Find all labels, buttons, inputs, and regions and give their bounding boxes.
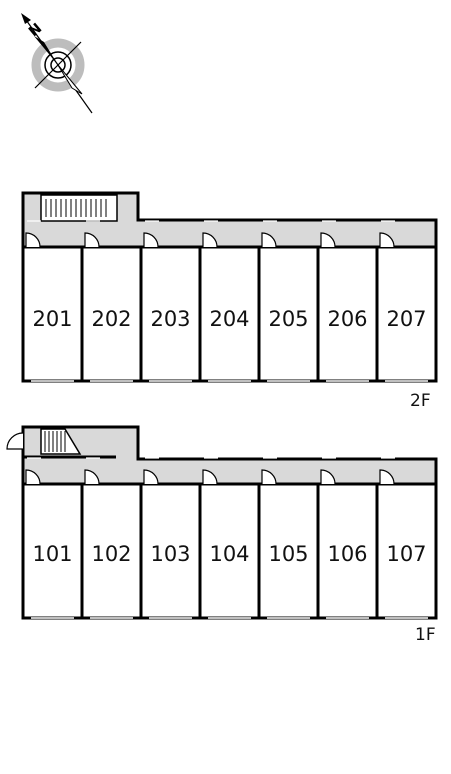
unit-room: 103 — [139, 457, 202, 620]
staircase-icon — [23, 428, 116, 459]
unit-number-label: 101 — [32, 542, 72, 566]
unit-room: 204 — [198, 220, 261, 383]
floor-2f: 201 202 203 204 205 206 207 2F — [21, 191, 438, 411]
unit-number-label: 204 — [209, 307, 249, 331]
unit-room: 203 — [139, 220, 202, 383]
unit-room: 107 — [375, 457, 438, 620]
door-swing — [84, 469, 100, 485]
door-swing — [143, 469, 159, 485]
unit-number-label: 105 — [268, 542, 308, 566]
door-swing — [25, 232, 41, 248]
unit-number-label: 207 — [386, 307, 426, 331]
door-swing — [202, 232, 218, 248]
door-swing — [202, 469, 218, 485]
unit-number-label: 102 — [91, 542, 131, 566]
floor-label: 2F — [410, 391, 431, 411]
unit-room: 102 — [80, 457, 143, 620]
unit-room: 105 — [257, 457, 320, 620]
unit-room: 205 — [257, 220, 320, 383]
door-swing — [320, 469, 336, 485]
entrance-door — [6, 432, 24, 450]
unit-number-label: 202 — [91, 307, 131, 331]
unit-number-label: 106 — [327, 542, 367, 566]
staircase-icon — [40, 194, 118, 222]
door-swing — [379, 232, 395, 248]
unit-number-label: 203 — [150, 307, 190, 331]
unit-number-label: 201 — [32, 307, 72, 331]
unit-number-label: 103 — [150, 542, 190, 566]
door-swing — [320, 232, 336, 248]
door-swing — [261, 232, 277, 248]
unit-number-label: 107 — [386, 542, 426, 566]
unit-room: 101 — [21, 457, 84, 620]
north-arrow-compass-icon: N — [21, 13, 93, 114]
unit-room: 206 — [316, 220, 379, 383]
unit-number-label: 206 — [327, 307, 367, 331]
floor-label: 1F — [415, 625, 436, 645]
unit-room: 201 — [21, 220, 84, 383]
unit-number-label: 104 — [209, 542, 249, 566]
door-swing — [143, 232, 159, 248]
unit-room: 106 — [316, 457, 379, 620]
unit-number-label: 205 — [268, 307, 308, 331]
door-swing — [25, 469, 41, 485]
door-swing — [84, 232, 100, 248]
floor-1f: 101 102 103 104 105 106 107 1F — [6, 425, 438, 645]
unit-room: 207 — [375, 220, 438, 383]
door-swing — [261, 469, 277, 485]
door-swing — [379, 469, 395, 485]
